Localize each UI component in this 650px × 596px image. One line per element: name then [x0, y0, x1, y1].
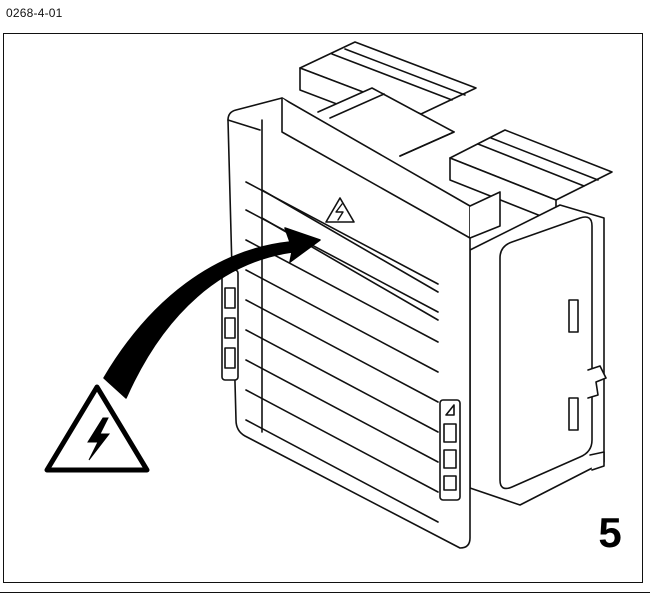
- document-id: 0268-4-01: [6, 6, 63, 20]
- step-number: 5: [598, 509, 622, 556]
- top-channel: [317, 87, 455, 157]
- side-housing: [469, 204, 607, 506]
- right-latch: [439, 399, 461, 501]
- pointer-arrow: [103, 227, 321, 399]
- bottom-rule: [0, 592, 650, 593]
- device-body: [227, 97, 501, 549]
- figure-frame: [3, 33, 643, 583]
- small-warning-symbol: [325, 197, 355, 223]
- left-latch: [221, 269, 239, 381]
- high-voltage-warning-icon: [44, 384, 150, 473]
